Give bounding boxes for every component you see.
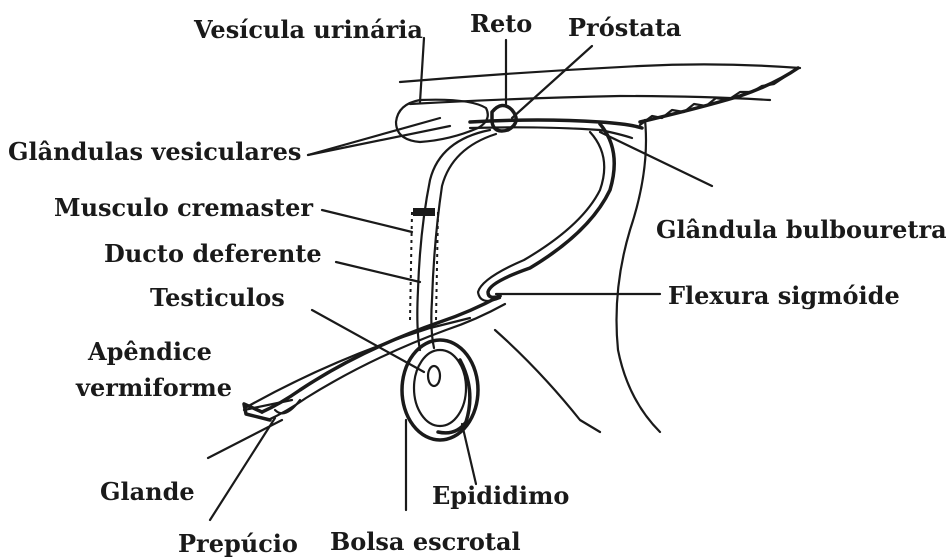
tail xyxy=(640,68,798,122)
leader-prepucio xyxy=(210,418,275,520)
leader-bulbouretral xyxy=(600,132,712,186)
testis-shape xyxy=(414,350,466,426)
penis-upper xyxy=(488,124,614,297)
label-epididimo: Epididimo xyxy=(432,481,569,510)
leader-glandulas-1 xyxy=(308,118,440,155)
testis-detail xyxy=(428,366,440,386)
label-vesicula-urinaria: Vesícula urinária xyxy=(193,15,423,44)
leader-cremaster xyxy=(322,210,412,232)
label-apendice-line1: Apêndice xyxy=(87,337,212,366)
label-flexura-sigmoide: Flexura sigmóide xyxy=(668,281,900,310)
leader-ducto xyxy=(336,262,420,282)
rump-outline xyxy=(617,120,661,432)
label-glandulas-vesiculares: Glândulas vesiculares xyxy=(8,137,301,166)
label-glande: Glande xyxy=(100,477,195,506)
back-outline xyxy=(400,64,800,82)
penis-upper-inner xyxy=(478,132,604,301)
leader-vesicula xyxy=(420,38,424,102)
cremaster-hatch-left xyxy=(410,212,412,320)
label-musculo-cremaster: Musculo cremaster xyxy=(54,193,313,222)
label-prepucio: Prepúcio xyxy=(178,529,298,558)
label-prostata: Próstata xyxy=(568,13,681,42)
leader-prostata xyxy=(512,46,592,118)
label-testiculos: Testiculos xyxy=(150,283,285,312)
cremaster-cap xyxy=(413,208,435,216)
leader-epididimo xyxy=(462,424,476,484)
label-ducto-deferente: Ducto deferente xyxy=(104,239,322,268)
label-bolsa-escrotal: Bolsa escrotal xyxy=(330,527,521,556)
label-reto: Reto xyxy=(470,9,532,38)
label-apendice-line2: vermiforme xyxy=(75,373,232,402)
ductus-loop-inner xyxy=(431,134,496,348)
leg-outline xyxy=(495,330,600,432)
label-glandula-bulbouretral: Glândula bulbouretral xyxy=(656,215,946,244)
belly-outline xyxy=(245,318,470,408)
